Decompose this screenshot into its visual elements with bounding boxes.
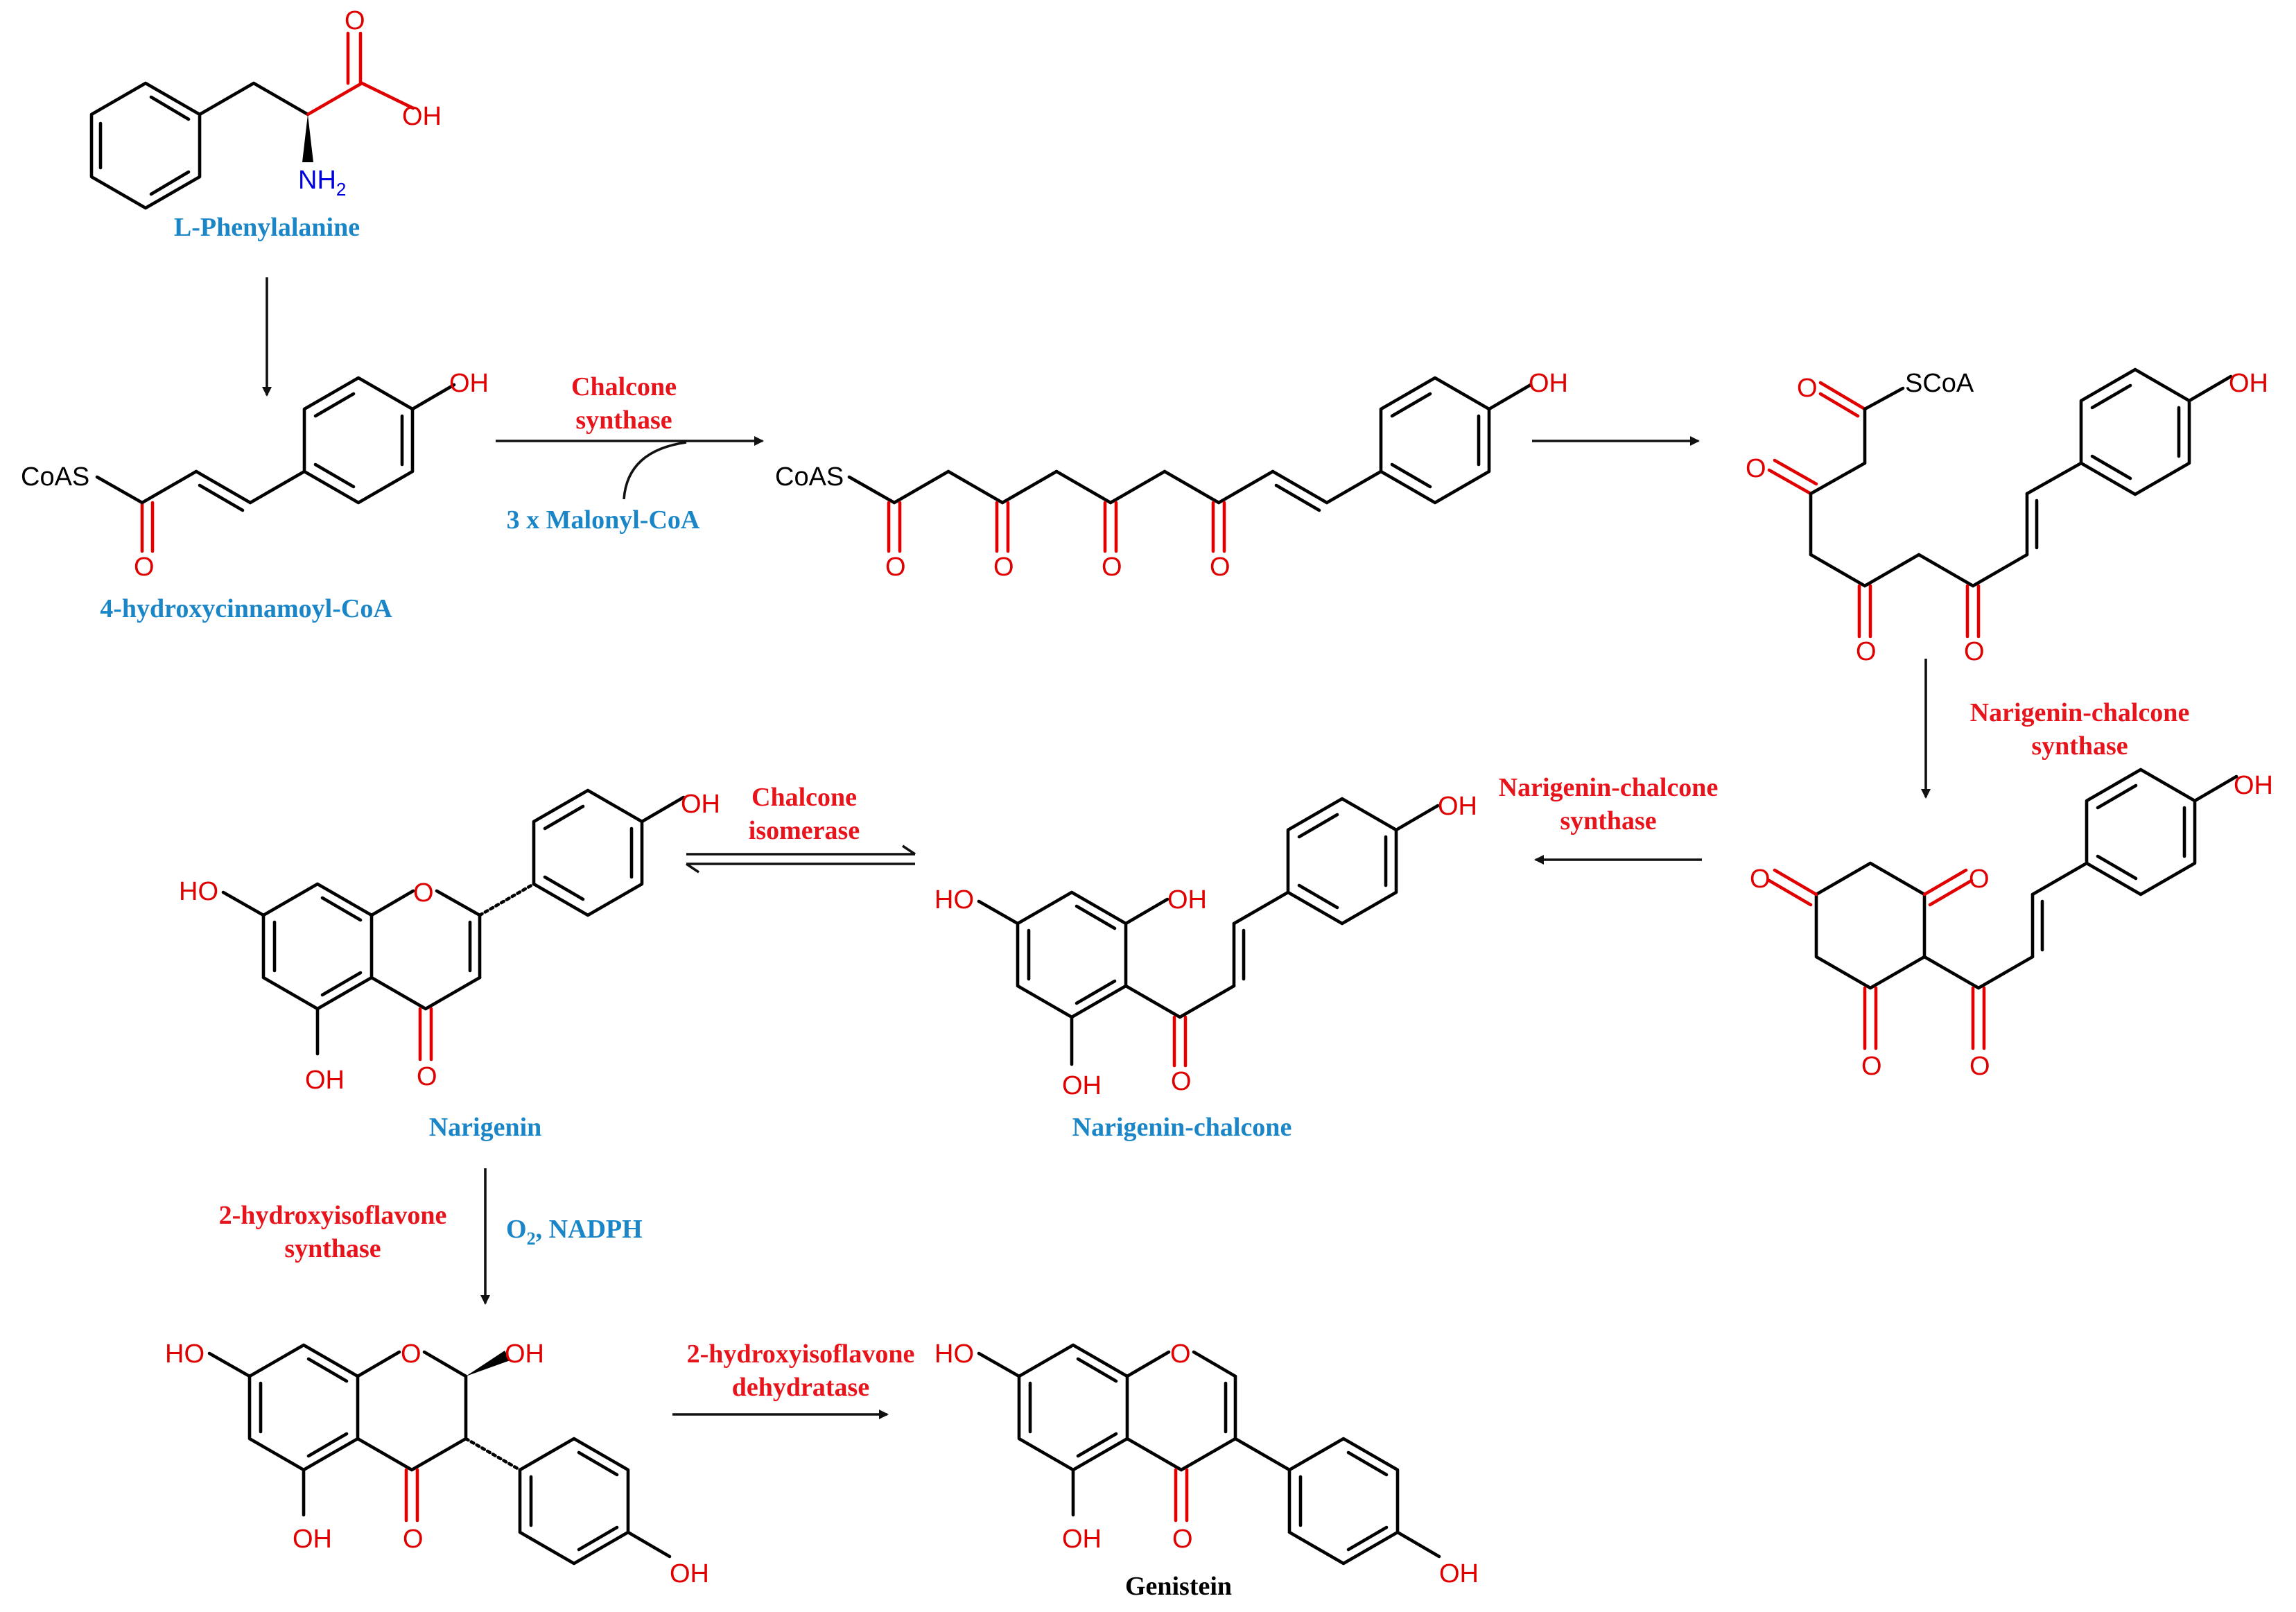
scoa-label: SCoA [1905,369,1974,398]
hydroxyl-label: OH [1062,1071,1102,1100]
carbonyl-oxygen: O [1210,553,1230,582]
carbonyl-oxygen: O [417,1062,437,1091]
hydroxyisoflavanone-structure: HO OH O OH O OH [165,1340,709,1588]
enzyme-hid-line1: 2-hydroxyisoflavone [687,1340,915,1369]
carbonyl-oxygen: O [1964,637,1985,666]
hydroxyl-label: OH [449,369,489,398]
naringenin-structure: HO OH O O OH [179,788,720,1095]
carbonyl-oxygen: O [1797,374,1818,403]
hydroxyl-label: HO [165,1340,205,1369]
carbonyl-oxygen: O [1171,1067,1192,1096]
malonyl-curve [623,441,687,500]
naringenin-chalcone-label: Narigenin-chalcone [1072,1113,1292,1142]
enzyme-his-line1: 2-hydroxyisoflavone [219,1201,447,1230]
enzyme-isomerase-line2: isomerase [749,816,860,845]
enzyme-ncs2-line1: Narigenin-chalcone [1499,773,1719,802]
carbonyl-oxygen: O [1750,865,1771,894]
l-phenylalanine-label: L-Phenylalanine [174,213,360,242]
enzyme-chalcone-synthase-line2: synthase [575,406,672,435]
ring-oxygen: O [1170,1340,1191,1369]
carbonyl-oxygen: O [345,6,365,35]
malonyl-coa-label: 3 x Malonyl-CoA [507,505,700,535]
carbonyl-oxygen: O [1856,637,1877,666]
naringenin-label: Narigenin [429,1113,542,1142]
hydroxyl-label: OH [2234,771,2273,800]
o2-nadph-label: O2, NADPH [506,1215,643,1249]
hydroxyl-label: OH [293,1525,332,1554]
genistein-label: Genistein [1125,1572,1232,1601]
hydroxyl-label: OH [305,1066,345,1095]
hydroxyl-label: OH [505,1340,544,1369]
enzyme-ncs2-line2: synthase [1560,806,1656,835]
carbonyl-oxygen: O [1861,1052,1882,1081]
linear-tetraketide-structure: CoAS O O O O OH [775,369,1568,582]
carbonyl-oxygen: O [134,553,155,582]
carbonyl-oxygen: O [993,553,1014,582]
carbonyl-oxygen: O [1172,1525,1193,1554]
enzyme-hid-line2: dehydratase [732,1373,869,1402]
hydroxycinnamoyl-coa-label: 4-hydroxycinnamoyl-CoA [100,594,392,623]
carbonyl-oxygen: O [1746,454,1766,483]
enzyme-ncs-line1: Narigenin-chalcone [1970,698,2190,727]
carbonyl-oxygen: O [1969,1052,1990,1081]
cyclohexanetrione-intermediate-structure: O O O O OH [1750,768,2273,1081]
hydroxycinnamoyl-coa-structure: CoAS O OH [21,369,489,582]
carbonyl-oxygen: O [885,553,906,582]
enzyme-isomerase-line1: Chalcone [751,783,857,812]
hydroxyl-label: HO [934,1340,974,1369]
coas-label: CoAS [775,462,844,492]
hydroxyl-label: OH [681,790,720,819]
genistein-structure: HO OH O O OH [934,1340,1479,1588]
hydroxyl-label: OH [670,1559,709,1588]
enzyme-his-line2: synthase [284,1234,381,1263]
hydroxyl-label: HO [934,885,974,915]
hydroxyl-label: OH [1167,885,1207,915]
naringenin-chalcone-structure: HO OH OH O OH [934,792,1477,1100]
equilibrium-arrows [686,844,916,874]
hydroxyl-label: OH [2229,369,2268,398]
folded-tetraketide-structure: O SCoA O O O OH [1746,367,2268,666]
carbonyl-oxygen: O [403,1525,424,1554]
hydroxyl-label: OH [1062,1525,1102,1554]
phenylalanine-structure: O OH NH2 [89,6,442,210]
carbonyl-oxygen: O [1102,553,1122,582]
enzyme-chalcone-synthase-line1: Chalcone [571,372,677,401]
hydroxyl-label: OH [1529,369,1568,398]
hydroxyl-label: OH [1438,792,1477,821]
hydroxyl-label: OH [402,102,442,131]
amine-label: NH2 [298,166,346,200]
ring-oxygen: O [413,878,434,908]
hydroxyl-label: HO [179,877,218,906]
enzyme-ncs-line2: synthase [2031,731,2128,761]
coas-label: CoAS [21,462,89,492]
hydroxyl-label: OH [1439,1559,1479,1588]
ring-oxygen: O [401,1340,421,1369]
carbonyl-oxygen: O [1969,865,1990,894]
